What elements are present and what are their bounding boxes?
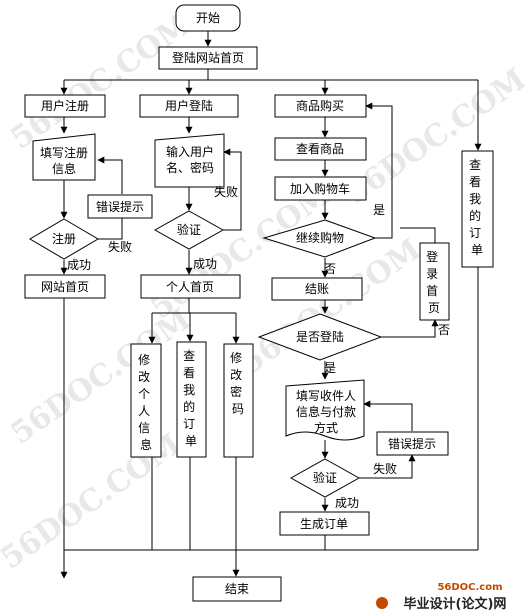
start-label: 开始: [196, 11, 220, 25]
edit-password-node: [223, 343, 254, 458]
footer-logo: 56DOC.com 毕业设计(论文)网: [376, 582, 506, 612]
edit-info-node: [130, 343, 162, 458]
error-tip-2-label: 错误提示: [388, 436, 436, 451]
edge-label-success-verify: 成功: [335, 496, 359, 510]
error-tip-2-node: [376, 431, 449, 456]
edit-info-label: 修 改 个 人 信 息: [138, 352, 154, 452]
error-tip-1-label: 错误提示: [96, 199, 144, 214]
view-orders-1-label: 查 看 我 的 订 单: [183, 349, 199, 448]
register-decision-node: [29, 218, 99, 260]
input-user-label-2: 名、密码: [166, 160, 214, 175]
watermark: 56DOC.COM: [340, 62, 525, 212]
footer-url: 56DOC.com: [437, 582, 502, 593]
edge-label-no-continue: 否: [324, 262, 336, 276]
personal-home-label: 个人首页: [166, 280, 214, 294]
edge-label-success-login: 成功: [193, 257, 217, 271]
edge-labels: 失败 成功 失败 成功 是 否 否 是 失败 成功: [67, 184, 450, 510]
checkout-label: 结账: [305, 282, 329, 296]
login-home-node: [419, 242, 450, 321]
personal-home-node: [140, 274, 241, 299]
verify-2-label: 验证: [313, 470, 337, 485]
login-node: [139, 94, 239, 118]
fill-receiver-label-1: 填写收件人: [296, 389, 356, 403]
site-home-node: [24, 274, 106, 299]
view-goods-label: 查看商品: [296, 141, 344, 156]
fill-receiver-label-2: 信息与付款: [296, 404, 356, 419]
edge-label-fail-login: 失败: [214, 184, 238, 199]
checkout-node: [271, 277, 363, 301]
logo-icon: [376, 597, 388, 609]
fill-receiver-label-3: 方式: [314, 420, 338, 435]
input-user-label-1: 输入用户: [166, 144, 214, 159]
input-user-node: [154, 133, 225, 188]
start-node: [175, 4, 241, 32]
edge-label-yes-continue: 是: [373, 203, 385, 217]
purchase-label: 商品购买: [296, 98, 344, 113]
register-label: 用户注册: [41, 98, 89, 113]
logged-in-node: [257, 313, 383, 361]
footer-brand: 毕业设计(论文)网: [404, 596, 507, 612]
error-tip-1-node: [87, 194, 153, 219]
view-goods-node: [274, 137, 367, 161]
edge-label-fail-verify: 失败: [373, 461, 397, 476]
generate-order-label: 生成订单: [300, 517, 348, 531]
add-cart-label: 加入购物车: [290, 181, 350, 196]
nodes: 开始 登陆网站首页 用户注册 填写注册 信息 错误提示 注册 网站首页 用户登陆…: [24, 4, 494, 602]
homepage-node: [158, 46, 258, 70]
view-orders-2-node: [461, 150, 494, 268]
continue-shopping-node: [262, 219, 377, 258]
end-label: 结束: [225, 582, 249, 596]
logged-in-label: 是否登陆: [296, 329, 344, 344]
site-home-label: 网站首页: [41, 280, 89, 294]
view-orders-1-node: [176, 341, 207, 458]
register-decision-label: 注册: [52, 231, 76, 246]
verify-2-node: [289, 458, 361, 498]
add-cart-node: [274, 176, 367, 201]
fill-register-node: [32, 133, 96, 181]
fill-register-label-2: 信息: [52, 161, 76, 176]
view-orders-2-label: 查 看 我 的 订 单: [469, 158, 485, 257]
purchase-node: [274, 94, 367, 118]
edit-password-label: 修 改 密 码: [230, 350, 246, 416]
continue-shopping-label: 继续购物: [296, 230, 344, 245]
watermark: 56DOC.COM: [5, 7, 198, 157]
homepage-label: 登陆网站首页: [172, 50, 244, 65]
login-home-label: 登 录 首 页: [426, 249, 442, 315]
end-node: [192, 576, 282, 602]
edge-label-yes-logged: 是: [324, 361, 336, 375]
verify-1-label: 验证: [177, 222, 201, 237]
verify-1-node: [153, 210, 225, 250]
edges: [60, 31, 482, 579]
login-label: 用户登陆: [165, 98, 213, 113]
edge-label-fail-register: 失败: [108, 239, 132, 254]
register-node: [24, 94, 106, 118]
fill-receiver-node: [285, 379, 365, 441]
fill-register-label-1: 填写注册: [40, 145, 88, 160]
edge-label-success-register: 成功: [67, 258, 91, 272]
edge-label-no-logged: 否: [438, 323, 450, 337]
generate-order-node: [279, 511, 370, 536]
